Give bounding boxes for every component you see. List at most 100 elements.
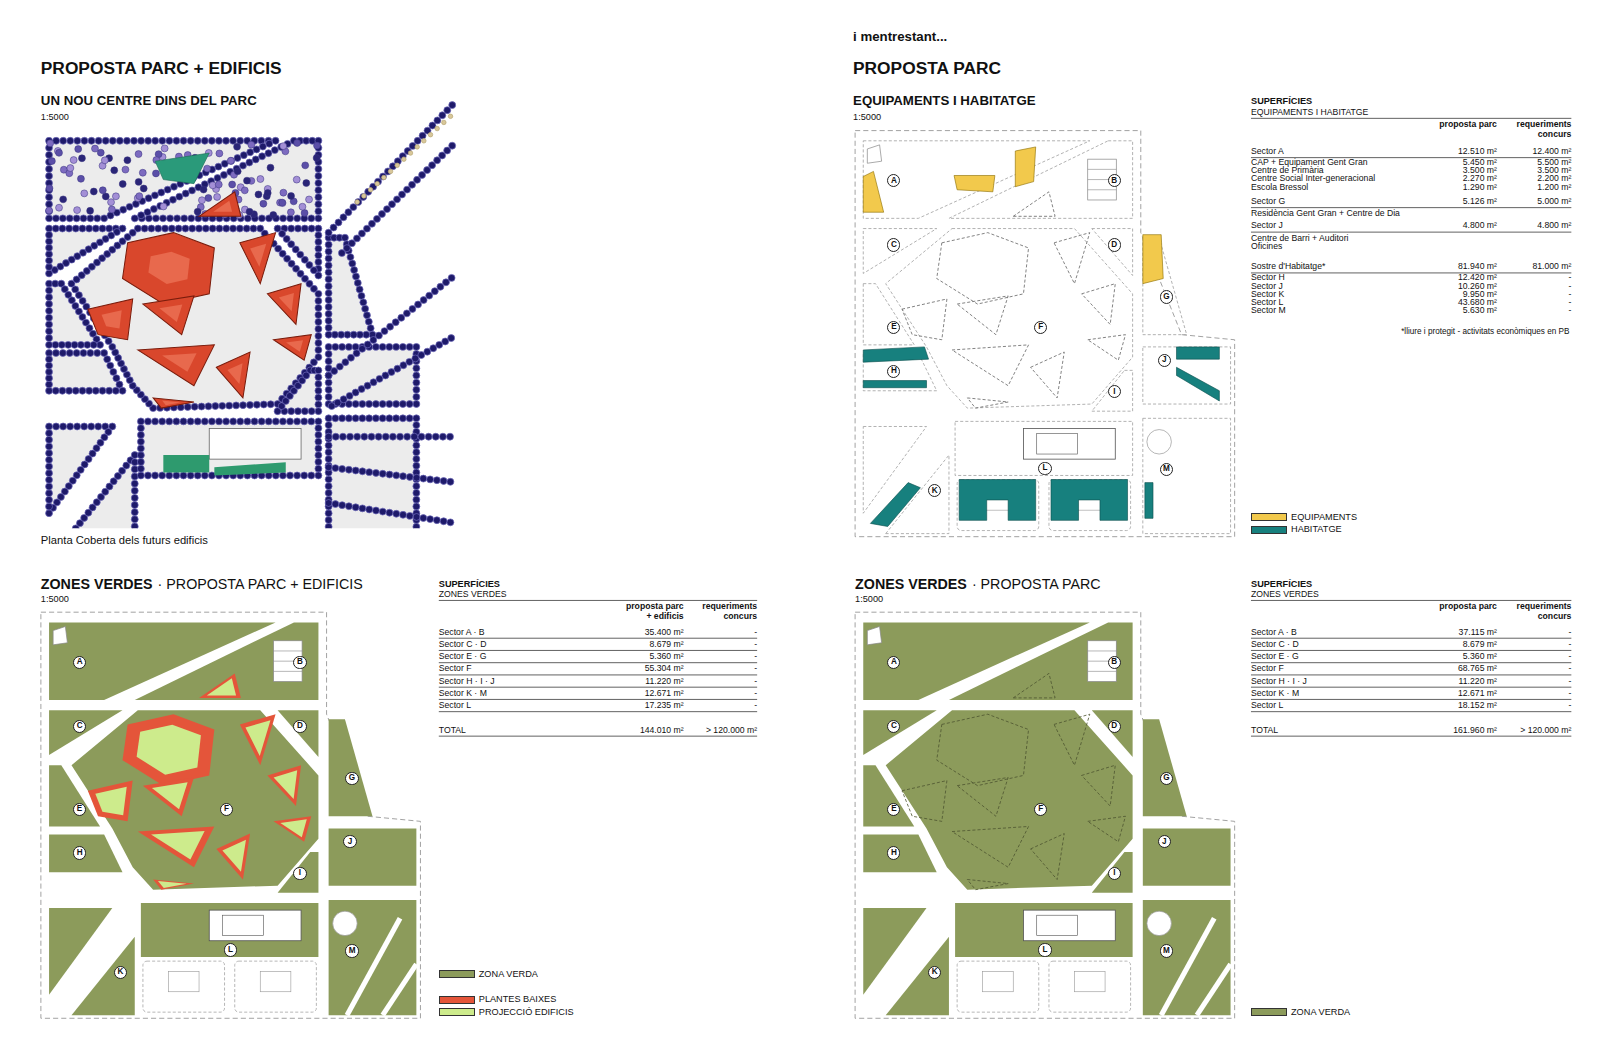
sector-letter: K	[117, 968, 123, 976]
legend-text: ZONA VERDA	[479, 970, 538, 979]
table-value: -	[1569, 677, 1572, 686]
tree	[413, 401, 420, 408]
tree	[248, 141, 255, 148]
tree	[70, 157, 77, 164]
tree	[413, 496, 420, 503]
tree	[406, 415, 413, 422]
sector-letter: F	[1038, 805, 1043, 813]
tree	[293, 176, 300, 183]
tree	[448, 274, 455, 281]
tree	[66, 215, 73, 222]
section-subtitle: UN NOU CENTRE DINS DEL PARC	[41, 94, 257, 107]
existing-building	[1023, 910, 1115, 941]
tree	[212, 403, 219, 410]
tree	[413, 386, 420, 393]
sector-letter: E	[891, 805, 896, 813]
sector-letter: K	[932, 487, 938, 495]
row-label: Sector L	[439, 701, 471, 710]
table-rule	[439, 600, 757, 601]
tree	[46, 314, 53, 321]
tree	[315, 166, 322, 173]
tree	[181, 215, 188, 222]
tree	[137, 452, 144, 459]
tree	[194, 208, 201, 215]
table-value: > 120.000 m²	[1520, 726, 1571, 735]
building-line	[1088, 169, 1117, 170]
tree	[246, 208, 253, 215]
tree	[174, 215, 181, 222]
building-projection	[137, 725, 201, 775]
sector-marker: I	[1108, 867, 1121, 880]
tree	[137, 418, 144, 425]
tree	[397, 433, 404, 440]
tree	[315, 367, 322, 374]
zone-block	[1092, 852, 1133, 893]
tree	[131, 487, 138, 494]
tree	[145, 472, 152, 479]
section-title: ZONES VERDES	[855, 577, 967, 591]
tree	[46, 362, 53, 369]
tree	[420, 515, 427, 522]
tree	[160, 203, 167, 210]
tree	[180, 137, 187, 144]
row-label: Sector E · G	[1251, 652, 1299, 661]
tree	[80, 215, 87, 222]
zone-block	[329, 828, 417, 885]
tree	[332, 530, 339, 537]
ground-floor	[274, 816, 312, 842]
tree	[315, 252, 322, 259]
tree	[137, 458, 144, 465]
table-value: -	[1569, 628, 1572, 637]
green-roof	[155, 153, 209, 184]
tree	[308, 225, 315, 232]
legend-text: PLANTES BAIXES	[479, 995, 556, 1004]
building-projection	[280, 819, 306, 837]
tree	[315, 180, 322, 187]
building-roof	[162, 353, 196, 371]
table-value: 5.126 m²	[1463, 197, 1497, 206]
building-line	[274, 671, 303, 672]
tree	[352, 467, 359, 474]
tree	[161, 145, 168, 152]
tree	[280, 215, 287, 222]
tree	[90, 341, 97, 348]
tree	[325, 310, 332, 317]
tree	[46, 215, 53, 222]
tree	[325, 433, 332, 440]
tree	[379, 343, 386, 350]
table-rule	[1251, 711, 1571, 712]
tree	[372, 401, 379, 408]
legend-item: PLANTES BAIXES	[439, 995, 556, 1004]
tree	[315, 290, 322, 297]
legend-swatch	[439, 996, 475, 1004]
tree	[359, 505, 366, 512]
tree	[46, 301, 53, 308]
tree	[92, 145, 99, 152]
tree	[168, 225, 175, 232]
row-label: Sector F	[439, 664, 472, 673]
table-value: 12.510 m²	[1458, 147, 1497, 156]
tree	[331, 331, 338, 338]
tree	[325, 464, 332, 471]
row-label: Sector A · B	[439, 628, 485, 637]
tree	[373, 507, 380, 514]
tree	[386, 415, 393, 422]
tree	[48, 158, 55, 165]
tree	[46, 270, 53, 277]
sector-letter: F	[1038, 323, 1043, 331]
tree	[244, 418, 251, 425]
building-roof	[213, 201, 232, 212]
tree	[267, 164, 274, 171]
table-rule	[1251, 638, 1571, 639]
building-outline	[902, 299, 947, 340]
tree	[339, 415, 346, 422]
tree	[144, 209, 151, 216]
building-outline	[1082, 284, 1116, 325]
sector-marker: L	[1038, 462, 1051, 475]
tree	[46, 251, 53, 258]
plan-frame	[41, 612, 421, 1018]
building-projection	[222, 840, 246, 872]
tree	[399, 415, 406, 422]
sector-letter: B	[1111, 658, 1117, 666]
